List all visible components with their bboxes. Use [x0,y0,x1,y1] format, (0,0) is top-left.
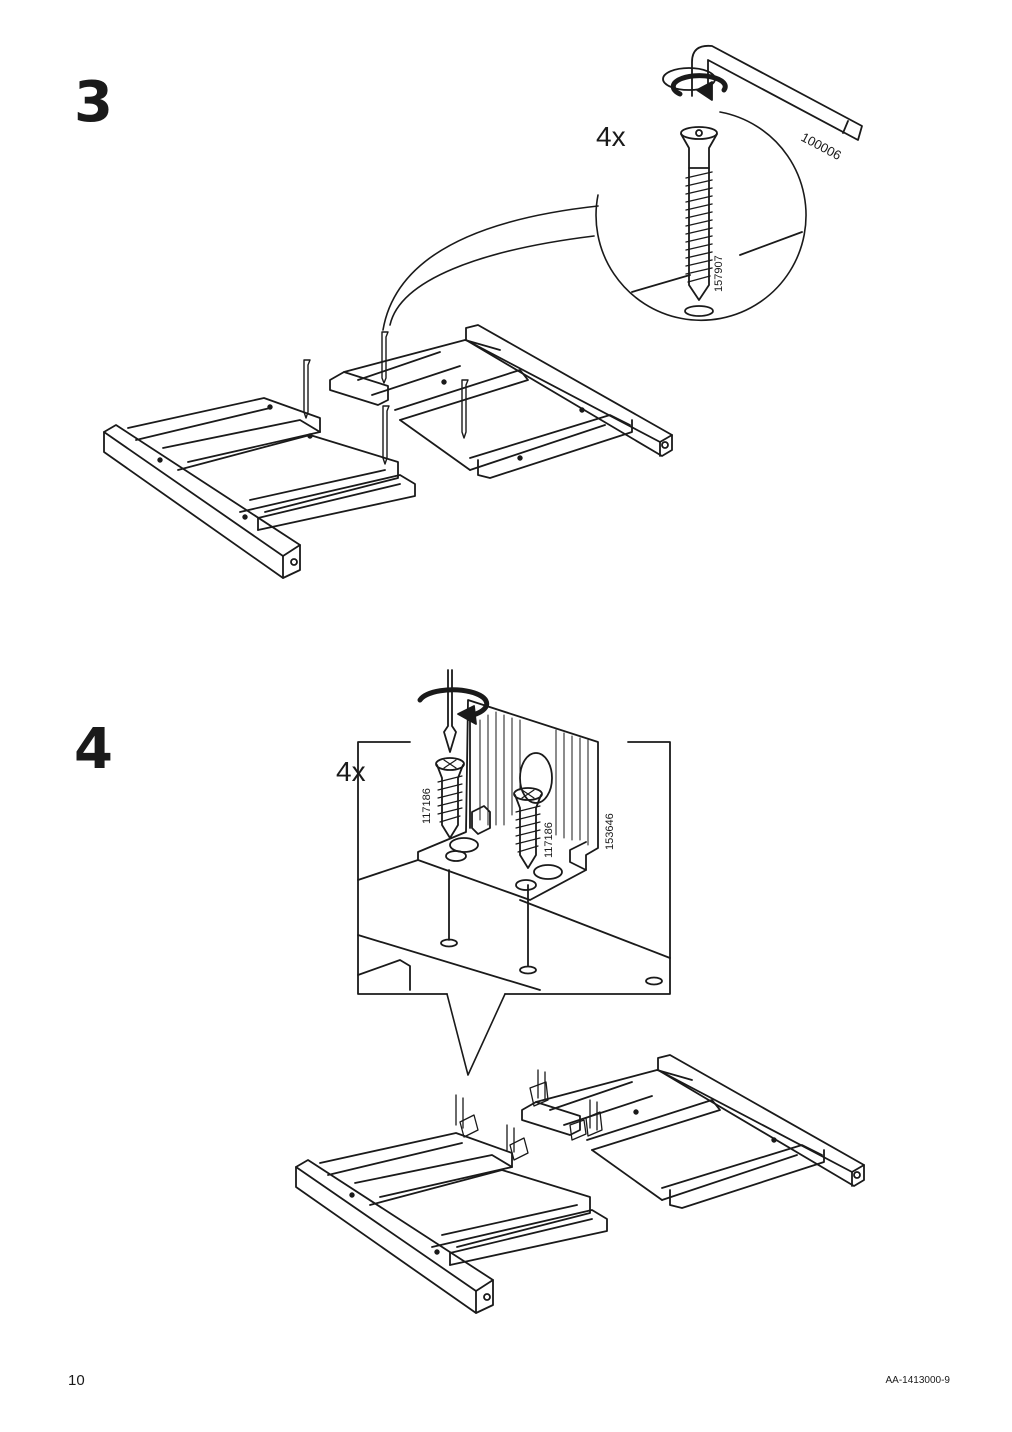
step-4-number: 4 [74,717,113,782]
short-screw-right-icon [513,787,543,869]
frame-left-step-3 [103,397,416,579]
step-3-number: 3 [74,70,113,135]
step-3-detail-callout [382,111,807,331]
short-screw-left-icon [435,757,465,839]
screw-part-number-step-3: 157907 [713,255,725,292]
screw-part-number-left: 117186 [421,788,433,824]
bracket-part-number: 153646 [604,813,616,850]
document-code: AA-1413000-9 [885,1375,951,1386]
screws-step-3 [303,331,469,465]
tool-part-number: 100006 [799,129,844,163]
frame-right-step-4 [521,1054,865,1209]
bracket-icon [417,699,599,901]
step-4-detail-box [357,741,671,1076]
page-number: 10 [68,1372,85,1389]
long-screw-icon [680,126,718,301]
screw-part-number-right: 117186 [543,822,555,858]
frame-left-step-4 [295,1132,608,1314]
screwdriver-icon [417,669,490,753]
frame-right-step-3 [329,324,673,479]
brackets-step-4 [455,1069,603,1161]
quantity-step-3: 4x [596,121,626,152]
quantity-step-4: 4x [336,756,366,787]
allen-key-icon [662,44,863,141]
